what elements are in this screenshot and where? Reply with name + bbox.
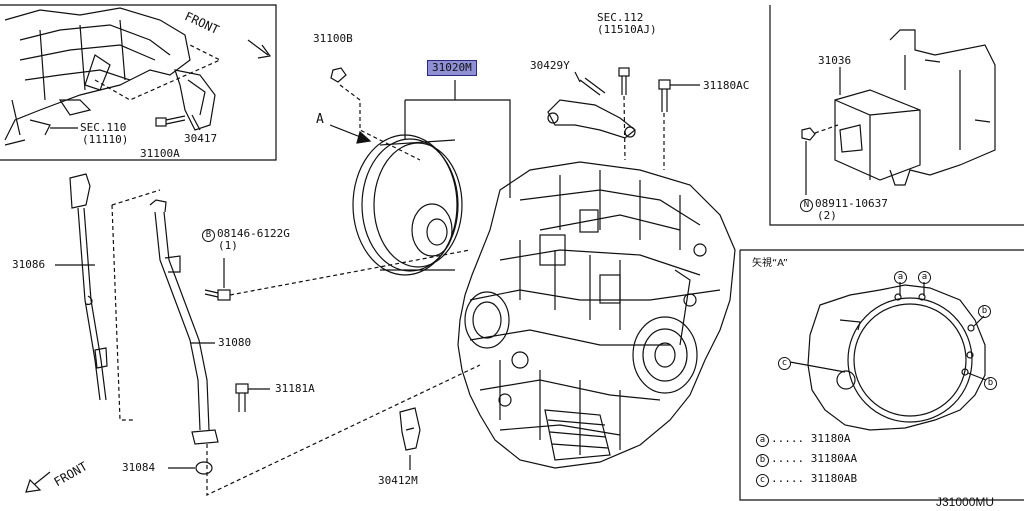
label-sec112-sub: (11510AJ) (597, 23, 657, 36)
label-31036: 31036 (818, 54, 852, 67)
view-arrow-a (329, 124, 372, 144)
dash-frame (94, 44, 222, 101)
label-31180AC: 31180AC (703, 79, 750, 92)
engine-frame-sketch (4, 7, 216, 146)
bracket-30412M (399, 407, 421, 470)
front-arrow-bottom (25, 471, 51, 493)
control-unit-31036 (834, 29, 996, 186)
dash-pipe (206, 364, 481, 496)
label-30417: 30417 (184, 132, 218, 145)
torque-converter (352, 134, 463, 276)
label-sec110-sub: (11110) (82, 133, 129, 146)
b-circle-marker: B (202, 229, 215, 242)
o-ring-31084 (168, 461, 213, 475)
n-circle-marker: N (800, 199, 813, 212)
dash-31100B (339, 84, 421, 161)
leader-30417 (191, 114, 201, 131)
charging-pipe-31080 (149, 199, 219, 445)
leader-31020M (404, 80, 511, 198)
label-08146-num: 08146-6122G (217, 227, 290, 240)
marker-c: c (778, 356, 793, 370)
dipstick-31086 (69, 173, 108, 401)
legend-row-c: c..... 31180AB (756, 473, 857, 487)
label-08911-qty: (2) (817, 209, 837, 222)
bolt-31180AC (658, 79, 700, 112)
label-08911-num: 08911-10637 (815, 197, 888, 210)
dash-dipstick (111, 189, 161, 421)
marker-a-1: a (894, 270, 909, 284)
inset-box-top-right (769, 5, 1024, 226)
label-31084: 31084 (122, 461, 156, 474)
marker-b-2: b (984, 376, 999, 390)
leader-30429Y (574, 71, 581, 83)
label-31100B: 31100B (313, 32, 353, 45)
diagram-code: J31000MU (936, 495, 995, 509)
bolt-sec112 (618, 67, 630, 95)
label-31080: 31080 (218, 336, 252, 349)
inset-box-top-left (0, 4, 277, 161)
label-31086: 31086 (12, 258, 46, 271)
bolt-31181A (235, 383, 270, 412)
label-31181A: 31181A (275, 382, 315, 395)
marker-b-1: b (978, 304, 993, 318)
legend-row-b: b..... 31180AA (756, 453, 857, 467)
label-view-a: 矢視“A” (752, 258, 788, 269)
front-arrow-top (247, 39, 272, 59)
bolt-31100A (155, 115, 186, 127)
dash-bolts-top (623, 95, 665, 170)
label-30429Y: 30429Y (530, 59, 570, 72)
bolt-08146 (204, 258, 231, 301)
nut-31100B (330, 67, 347, 83)
label-sec112: SEC.112 (597, 11, 644, 24)
nut-08911 (801, 127, 816, 195)
housing-flange (789, 282, 987, 431)
legend-row-a: a..... 31180A (756, 433, 851, 447)
label-31020M: 31020M (427, 60, 477, 76)
label-30412M: 30412M (378, 474, 418, 487)
label-08146-qty: (1) (218, 239, 238, 252)
label-31100A: 31100A (140, 147, 180, 160)
label-arrow-a: A (316, 112, 324, 127)
marker-a-2: a (918, 270, 933, 284)
label-sec110: SEC.110 (80, 121, 127, 134)
transaxle-body (457, 161, 736, 469)
dash-bolt-08146 (229, 249, 471, 296)
inset-box-view-a (739, 249, 1024, 501)
